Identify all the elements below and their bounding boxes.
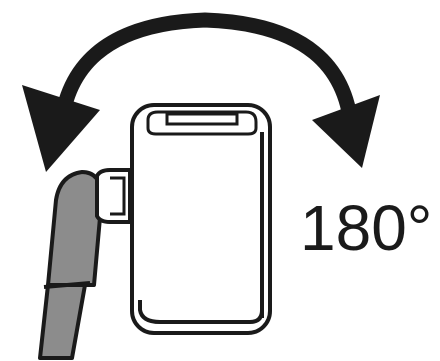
- hinge-inner: [110, 176, 126, 216]
- rotation-arrow-icon: [22, 12, 380, 172]
- rotation-angle-label: 180°: [300, 192, 432, 264]
- device-icon: [130, 103, 272, 335]
- cable-connector: [46, 170, 104, 287]
- hinge-icon: [95, 168, 132, 224]
- cable-icon: [38, 170, 104, 360]
- left-arrowhead-icon: [22, 85, 100, 172]
- device-outer-body: [130, 103, 272, 335]
- rotation-arc: [52, 12, 360, 146]
- device-bottom-rim: [138, 300, 264, 324]
- cable-body: [38, 283, 87, 360]
- right-arrowhead-icon: [312, 95, 380, 168]
- device-lid-notch: [165, 112, 239, 126]
- cable-ring: [43, 281, 91, 289]
